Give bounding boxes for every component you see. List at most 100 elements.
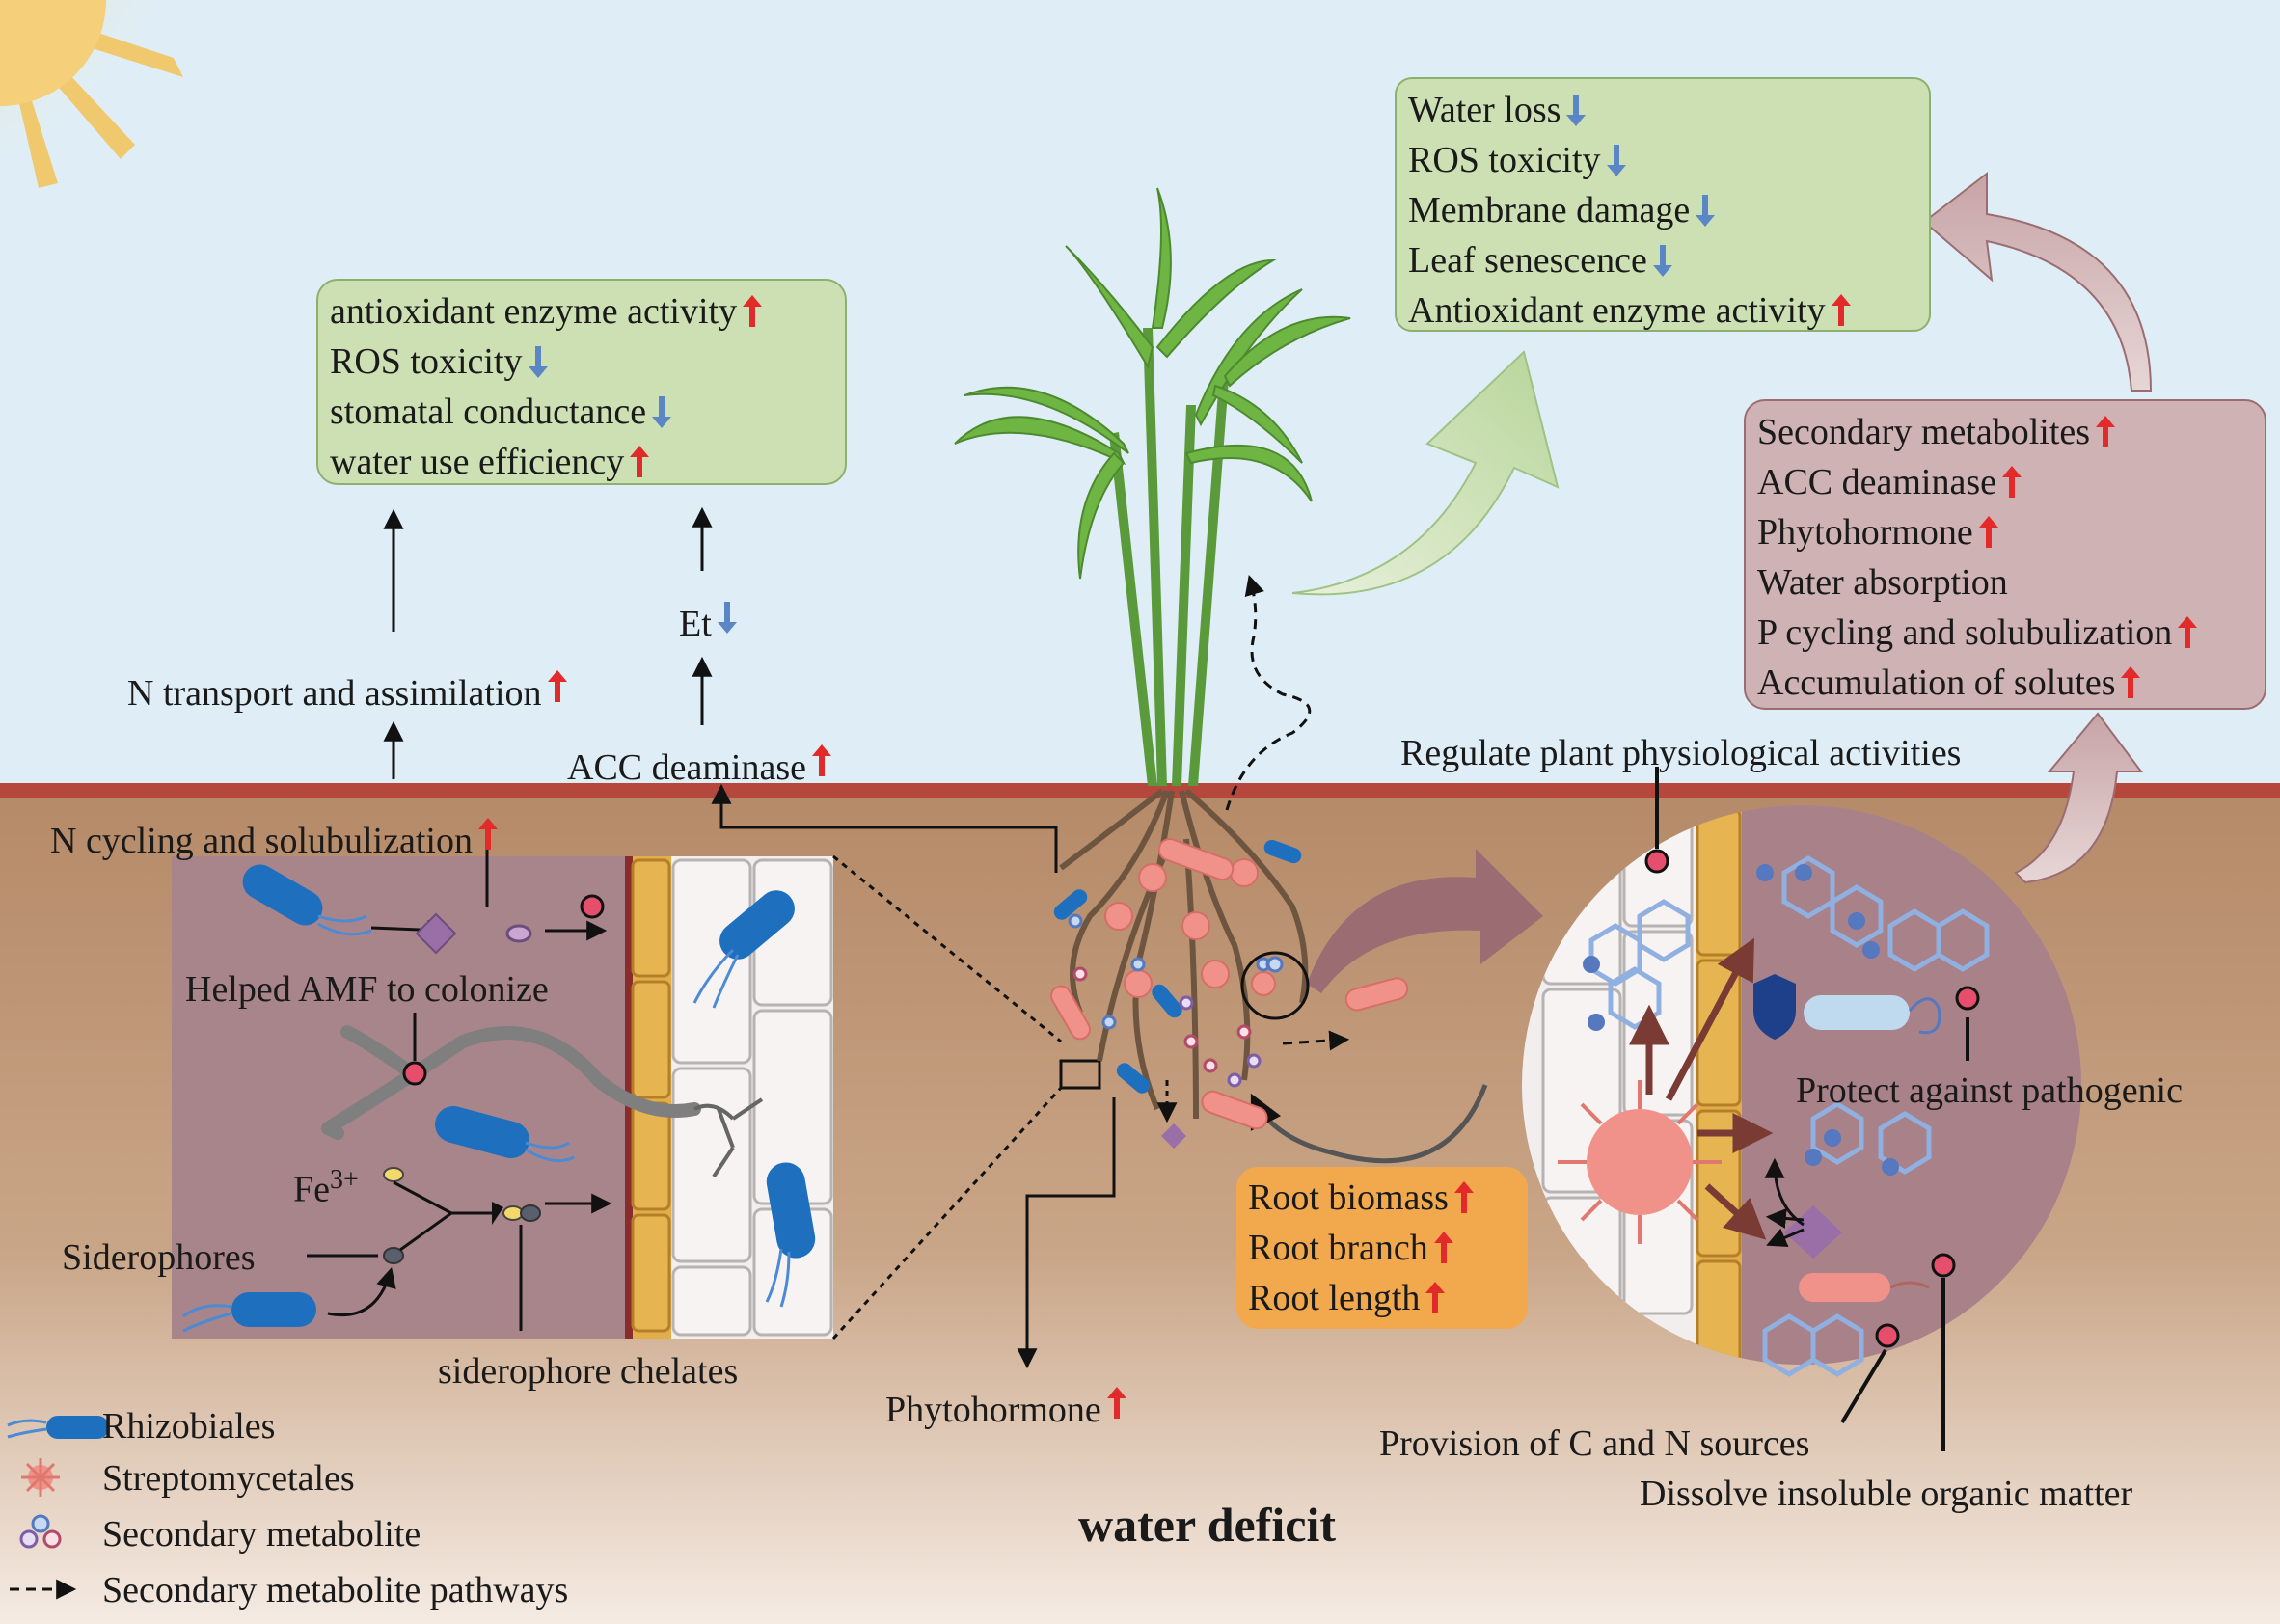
streptomycetales-cell-icon <box>1558 1080 1722 1244</box>
label-et: Et <box>679 599 737 642</box>
box-row-text: antioxidant enzyme activity <box>330 291 738 332</box>
dissolve-marker <box>1931 1253 1956 1278</box>
arrow-roots-to-acc <box>711 783 1058 873</box>
rhizobiales-in-panel <box>182 864 816 1333</box>
arrow-circle-left-2 <box>1766 1228 1805 1248</box>
box-row-text: Membrane damage <box>1408 190 1691 230</box>
up-arrow-icon <box>2176 614 2198 651</box>
box-row-text: stomatal conductance <box>330 392 647 432</box>
label-protect: Protect against pathogenic <box>1796 1070 2183 1111</box>
box-row: P cycling and solubulization <box>1757 608 2253 658</box>
up-arrow-icon <box>2094 414 2116 450</box>
mauve-curved-arrow-bottom <box>2014 712 2143 884</box>
box-row: Phytohormone <box>1757 507 2253 557</box>
box-row-text: Water loss <box>1408 90 1561 130</box>
box-row: Root branch <box>1248 1223 1516 1273</box>
regulate-marker <box>1644 849 1669 874</box>
box-row: Accumulation of solutes <box>1757 658 2253 708</box>
legend-item-label: Secondary metabolite <box>102 1514 421 1555</box>
mauve-arrow-roots-to-circle <box>1307 849 1543 993</box>
arrow-siderophores-up <box>327 1266 396 1316</box>
up-arrow-icon <box>1432 1230 1453 1266</box>
fe-ion <box>383 1167 404 1182</box>
green-curved-arrow <box>1291 350 1560 596</box>
label-n-transport: N transport and assimilation <box>127 668 567 712</box>
streptomycetales-icon <box>21 1458 60 1497</box>
box-row: stomatal conductance <box>330 387 833 437</box>
box-row: Leaf senescence <box>1408 235 1917 285</box>
sugarcane-plant-icon <box>954 187 1409 1149</box>
box-row: ROS toxicity <box>1408 135 1917 185</box>
box-row-text: ACC deaminase <box>1757 462 1997 502</box>
feedback-arc <box>1250 1084 1488 1164</box>
chelate-molecule <box>502 1204 541 1222</box>
box-row: Water loss <box>1408 85 1917 135</box>
up-arrow-icon <box>1977 514 1998 551</box>
down-arrow-icon <box>1605 142 1626 178</box>
box-row: Root biomass <box>1248 1173 1516 1223</box>
box-row-text: Secondary metabolites <box>1757 412 2091 452</box>
siderophore-molecule <box>383 1247 404 1264</box>
box-row-text: Antioxidant enzyme activity <box>1408 290 1826 331</box>
mauve-curved-arrow-top <box>1922 171 2153 392</box>
label-siderophore-chelates: siderophore chelates <box>438 1351 739 1392</box>
sun-icon <box>0 0 222 222</box>
box-row-text: P cycling and solubulization <box>1757 612 2173 653</box>
arrow-roots-to-phytohormone <box>1017 1097 1116 1369</box>
box-row: ROS toxicity <box>330 337 833 387</box>
arrow-circle-left-1 <box>1765 1207 1805 1229</box>
box-row: Water absorption <box>1757 557 2253 608</box>
box-row: Antioxidant enzyme activity <box>1408 285 1917 336</box>
zoom-box <box>1059 1059 1101 1090</box>
secondary-metabolite-icon <box>19 1514 62 1549</box>
box-row-text: water use efficiency <box>330 442 625 482</box>
provision-connector <box>1840 1348 1887 1424</box>
protect-marker <box>1955 986 1980 1011</box>
label-water-deficit: water deficit <box>1078 1498 1337 1552</box>
dashed-pathway-roots <box>1282 1030 1350 1051</box>
box-row-text: Root branch <box>1248 1228 1428 1268</box>
metabolite-ellipse <box>505 924 532 943</box>
box-row: antioxidant enzyme activity <box>330 286 833 337</box>
label-siderophores: Siderophores <box>62 1237 256 1278</box>
label-phytohormone: Phytohormone <box>885 1385 1126 1428</box>
up-arrow-icon <box>1830 292 1851 329</box>
up-arrow-icon <box>1105 1385 1126 1421</box>
up-arrow-icon <box>1452 1179 1474 1216</box>
label-dissolve: Dissolve insoluble organic matter <box>1640 1474 2133 1514</box>
down-arrow-icon <box>527 343 548 380</box>
up-arrow-icon <box>546 668 567 705</box>
arrowhead-chelate <box>492 1202 503 1225</box>
label-regulate: Regulate plant physiological activities <box>1400 733 1962 773</box>
legend-item-label: Secondary metabolite pathways <box>102 1570 569 1610</box>
label-acc-deaminase: ACC deaminase <box>567 743 832 786</box>
up-arrow-icon <box>628 444 650 480</box>
down-arrow-icon <box>1651 242 1672 279</box>
zoom-line-bottom <box>831 1086 1063 1340</box>
box-row-text: Root biomass <box>1248 1177 1449 1218</box>
box-row-text: Phytohormone <box>1757 512 1973 553</box>
up-arrow-icon <box>810 743 832 779</box>
down-arrow-icon <box>1564 92 1587 128</box>
box-row-text: ROS toxicity <box>1408 140 1601 180</box>
box-row-text: Leaf senescence <box>1408 240 1647 281</box>
up-arrow-icon <box>2119 664 2141 701</box>
box-row: ACC deaminase <box>1757 457 2253 507</box>
label-provision: Provision of C and N sources <box>1379 1423 1810 1464</box>
box-row-text: Accumulation of solutes <box>1757 663 2116 703</box>
metabolite-circle <box>580 894 605 919</box>
box-row-text: Root length <box>1248 1278 1421 1318</box>
provision-marker <box>1875 1323 1900 1348</box>
up-arrow-icon <box>1424 1280 1446 1316</box>
box-row-text: Water absorption <box>1757 562 2008 603</box>
label-helped-amf: Helped AMF to colonize <box>185 969 549 1010</box>
shield-icon <box>1753 974 1796 1040</box>
soil-surface-line <box>0 783 2280 798</box>
legend-item-label: Streptomycetales <box>102 1458 355 1499</box>
amf-marker <box>402 1061 427 1086</box>
box-row-text: ROS toxicity <box>330 341 523 382</box>
zoom-line-top <box>832 854 1062 1043</box>
